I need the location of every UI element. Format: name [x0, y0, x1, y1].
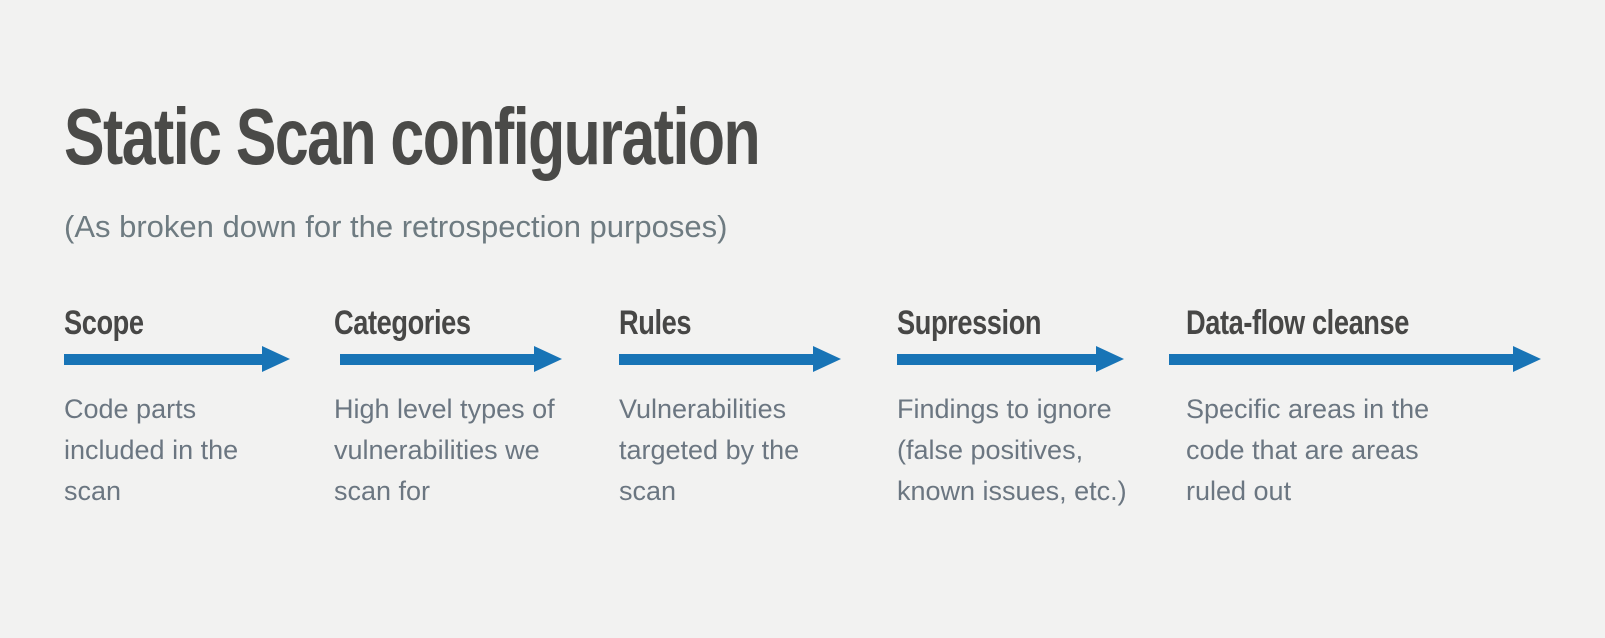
stage-description: Code parts included in the scan — [64, 394, 239, 506]
arrow-head — [262, 346, 290, 372]
arrow-shaft — [897, 353, 1096, 365]
page-subtitle: (As broken down for the retrospection pu… — [64, 209, 728, 244]
page-title: Static Scan configuration — [64, 92, 761, 181]
stage-label: Supression — [897, 304, 1042, 342]
stage-description: Findings to ignore (false positives, kno… — [897, 394, 1127, 506]
arrow-head — [813, 346, 841, 372]
stage-categories: Categories High level types of vulnerabi… — [334, 303, 644, 512]
stage-rules: Rules Vulnerabilities targeted by the sc… — [619, 303, 929, 512]
flow-arrow-icon — [619, 346, 841, 372]
arrow-shaft — [64, 353, 262, 365]
stage-label: Rules — [619, 304, 692, 342]
arrow-head — [1513, 346, 1541, 372]
stage-scope: Scope Code parts included in the scan — [64, 303, 374, 512]
stage-supression: Supression Findings to ignore (false pos… — [897, 303, 1207, 512]
flow-arrow-icon — [340, 346, 562, 372]
arrow-head — [534, 346, 562, 372]
arrow-shaft — [1169, 353, 1513, 365]
arrow-shaft — [619, 353, 813, 365]
stage-label: Categories — [334, 304, 471, 342]
stage-data-flow-cleanse: Data-flow cleanse Specific areas in the … — [1169, 303, 1541, 512]
stage-label: Scope — [64, 304, 144, 342]
stage-description: Specific areas in the code that are area… — [1186, 394, 1430, 506]
flow-arrow-icon — [897, 346, 1124, 372]
stage-description: High level types of vulnerabilities we s… — [334, 394, 555, 506]
stage-label: Data-flow cleanse — [1186, 304, 1409, 342]
flow-arrow-icon — [1169, 346, 1541, 372]
flow-arrow-icon — [64, 346, 290, 372]
stage-description: Vulnerabilities targeted by the scan — [619, 394, 800, 506]
arrow-shaft — [340, 353, 534, 365]
arrow-head — [1096, 346, 1124, 372]
